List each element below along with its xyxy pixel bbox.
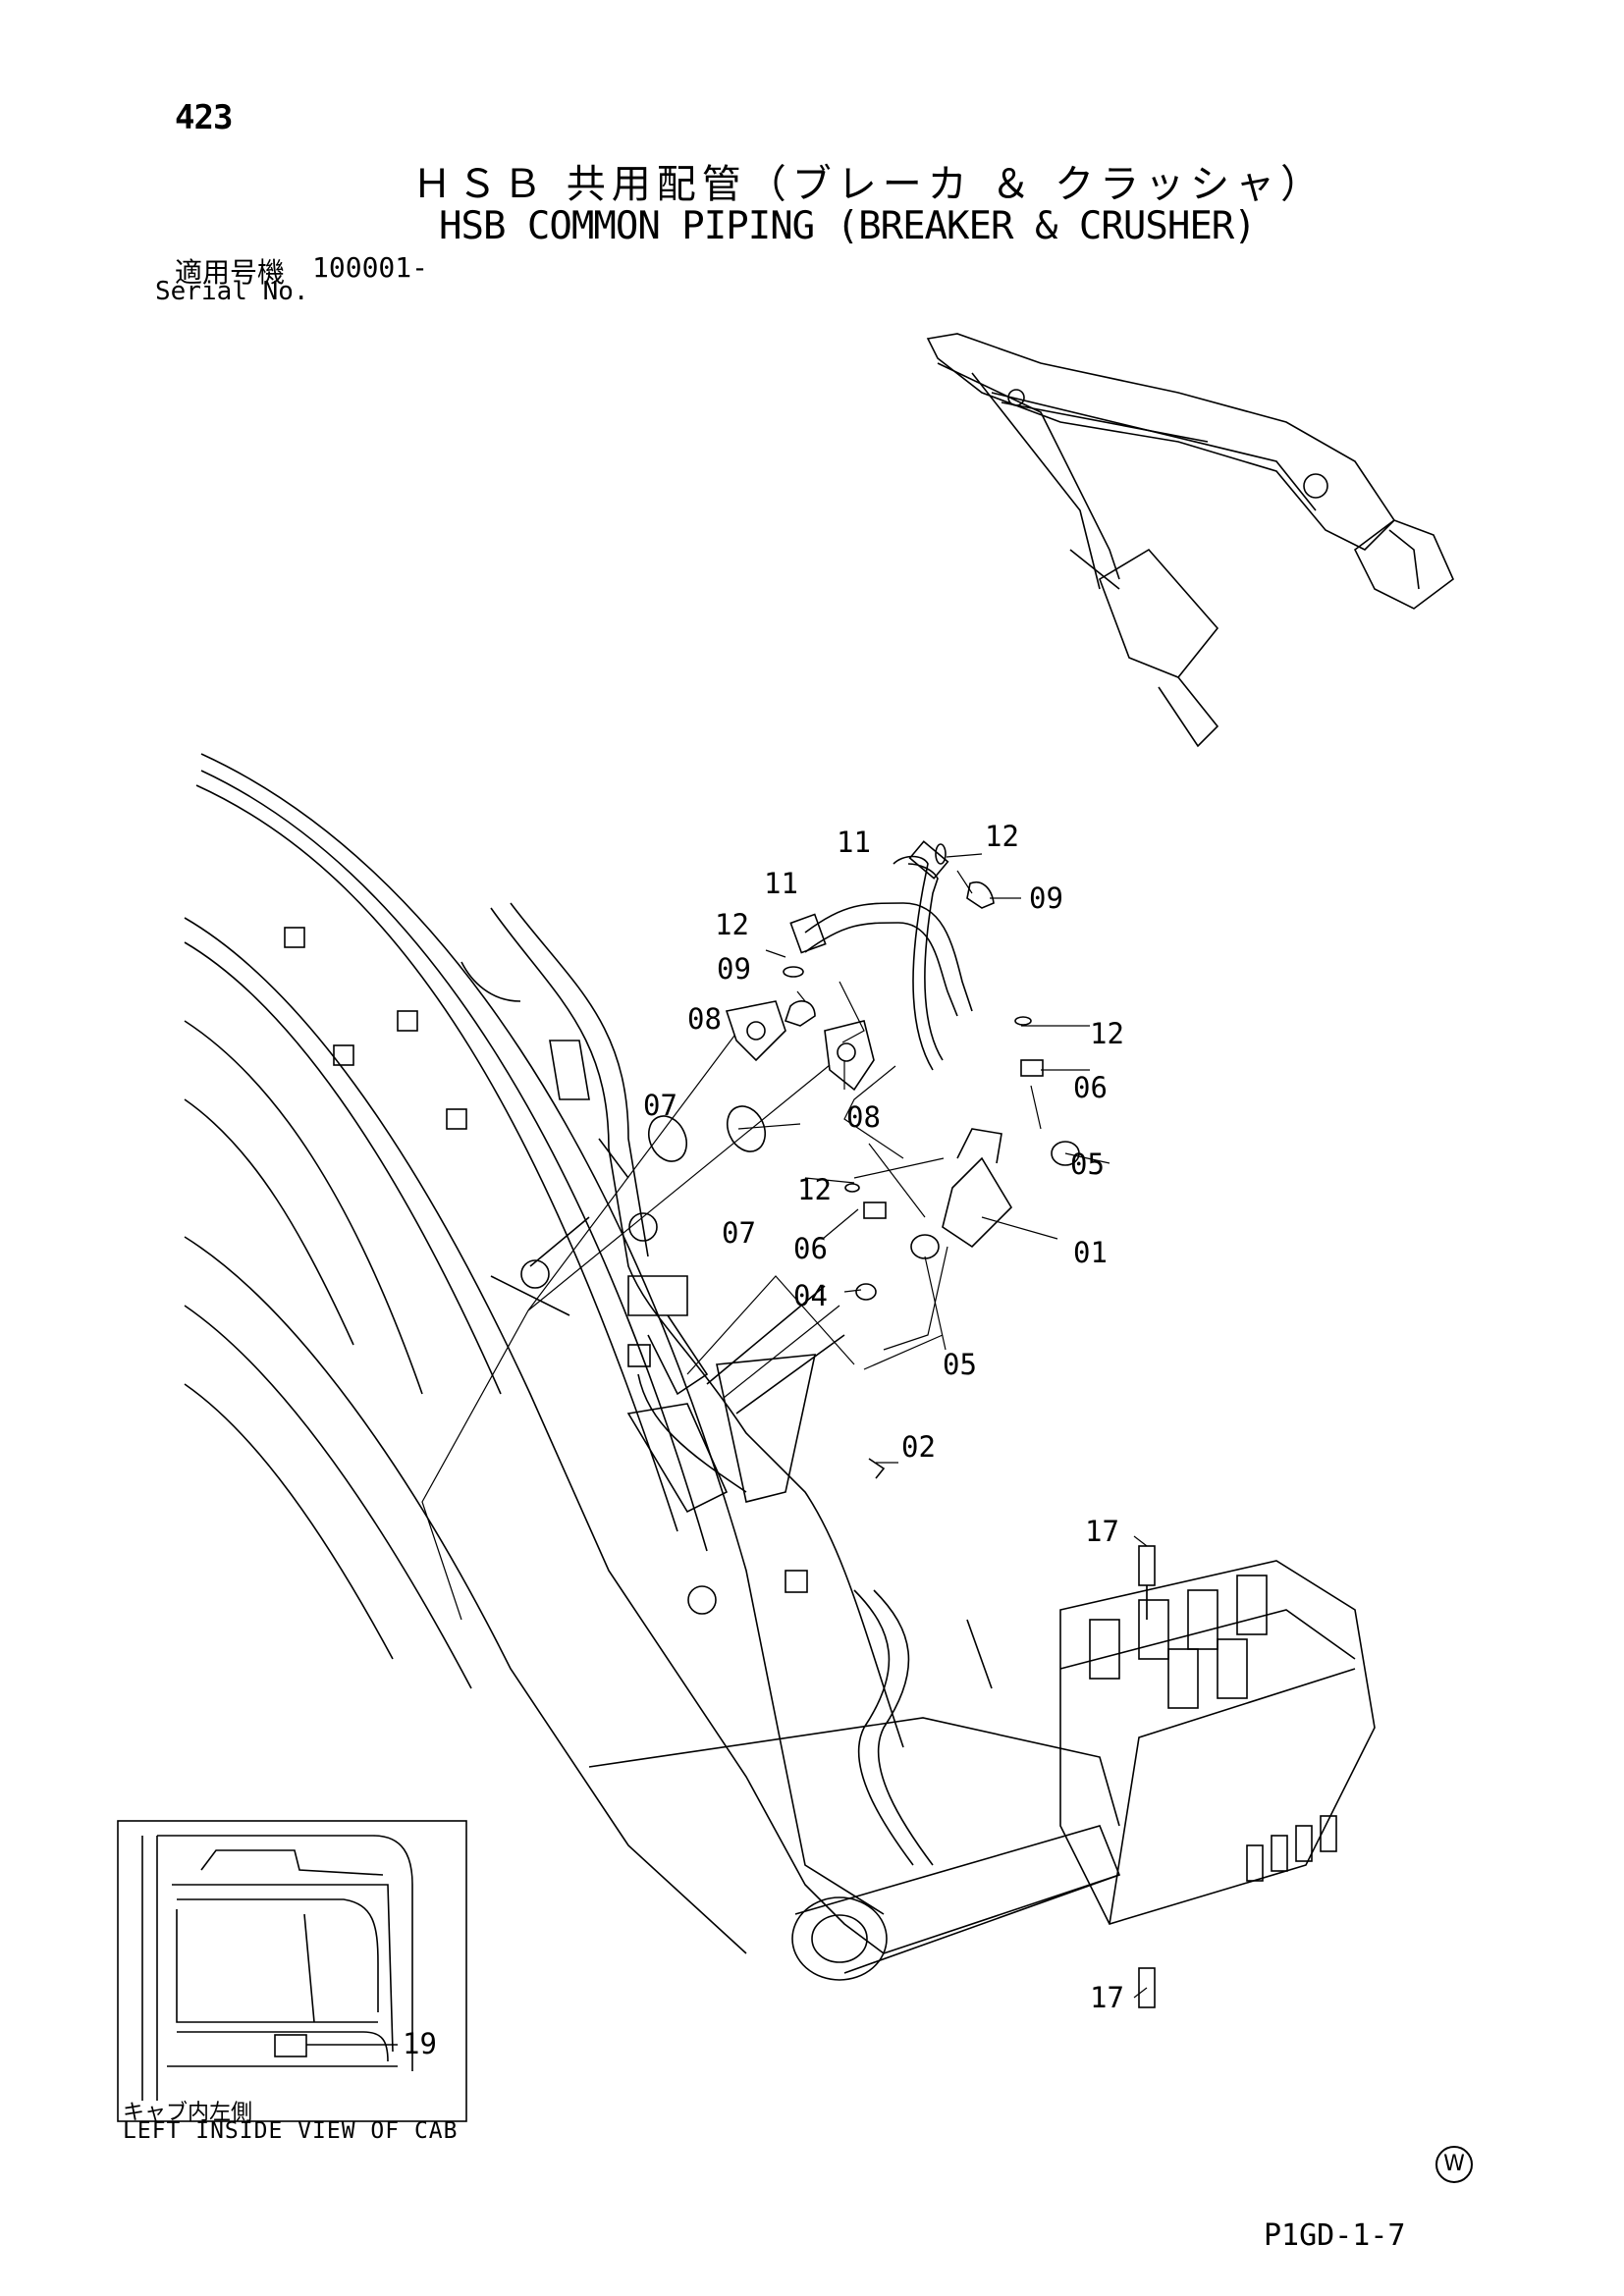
title-english: HSB COMMON PIPING (BREAKER & CRUSHER) (439, 204, 1257, 248)
cab-inset-caption-japanese: キャブ内左側 (123, 2101, 253, 2125)
callout-11-upper: 11 (837, 826, 871, 859)
callout-12-top: 12 (985, 820, 1019, 853)
callout-06-left: 06 (793, 1232, 828, 1265)
serial-number: 100001- (312, 251, 429, 284)
cab-inset-drawing (117, 1820, 467, 2122)
callout-07-center: 07 (722, 1216, 756, 1250)
overview-machine-drawing (926, 333, 1454, 748)
callout-06-right: 06 (1073, 1071, 1108, 1104)
callout-04: 04 (793, 1279, 828, 1312)
page-number: 423 (175, 98, 233, 137)
callout-08-upper: 08 (687, 1002, 722, 1036)
document-code: P1GD-1-7 (1264, 2218, 1406, 2253)
callout-19: 19 (403, 2027, 437, 2060)
pipe-components-drawing (647, 840, 1080, 1479)
callout-labels: 01 02 04 05 05 06 06 07 07 08 08 09 09 1… (403, 820, 1124, 2060)
callout-12-left: 12 (715, 908, 749, 941)
serial-label-japanese: 適用号機 (175, 256, 286, 289)
callout-09-right: 09 (1029, 881, 1063, 915)
callout-17-lower: 17 (1090, 1981, 1124, 2014)
callout-17-upper: 17 (1085, 1515, 1119, 1548)
callout-11-lower: 11 (764, 867, 798, 900)
callout-02: 02 (901, 1430, 936, 1464)
callout-09-left: 09 (717, 952, 751, 986)
control-valve-drawing (1059, 1545, 1376, 2008)
callout-05-lower: 05 (943, 1348, 977, 1381)
leader-lines (421, 853, 1148, 1999)
title-japanese: ＨＳＢ 共用配管（ブレーカ ＆ クラッシャ） (412, 162, 1326, 207)
callout-05-upper: 05 (1070, 1148, 1105, 1181)
callout-07-left: 07 (643, 1089, 677, 1122)
callout-12-right: 12 (1090, 1017, 1124, 1050)
serial-label-english: Serial No. (155, 277, 309, 306)
callout-12-center: 12 (797, 1173, 832, 1206)
circled-w-mark: W (1435, 2146, 1473, 2183)
callout-08-lower: 08 (846, 1100, 881, 1134)
arm-structure-drawing (184, 753, 1121, 1981)
cab-inset-caption-english: LEFT INSIDE VIEW OF CAB (123, 2118, 459, 2144)
callout-01: 01 (1073, 1236, 1108, 1269)
